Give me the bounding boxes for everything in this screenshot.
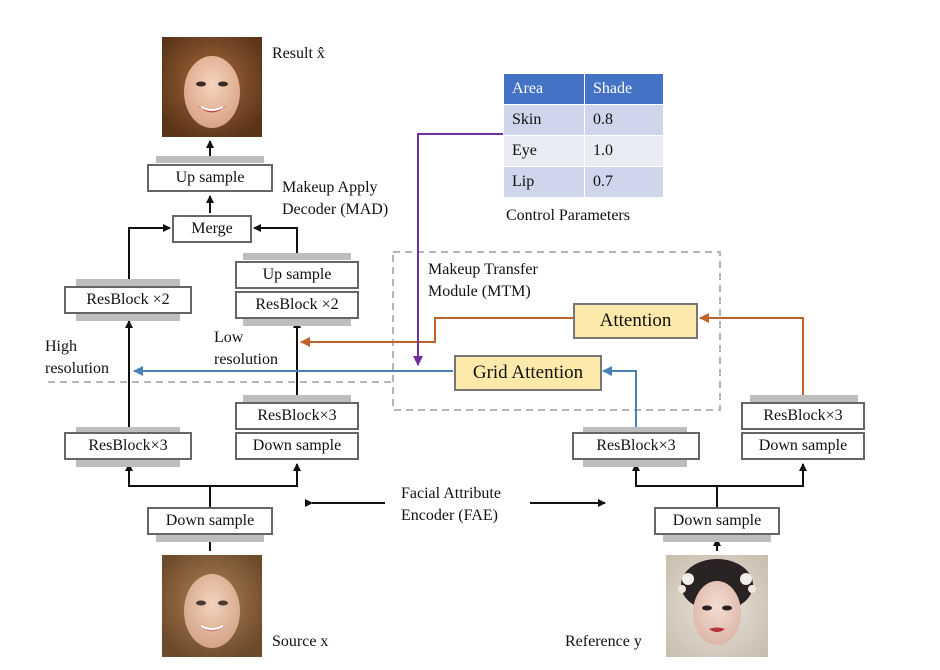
arrow-down-to-resblock-left xyxy=(125,463,211,507)
down-sample-reference-block: Down sample xyxy=(654,507,780,535)
table-cell: Skin xyxy=(503,104,585,136)
resblock-x3-far-shadow xyxy=(750,395,858,402)
arrow-down-to-downsample-mid xyxy=(210,463,301,487)
table-cell: Eye xyxy=(503,135,585,167)
resblock-x3-left-shadow-bottom xyxy=(76,460,180,467)
resblock-x3-ref-shadow-bottom xyxy=(583,460,687,467)
resblock-x2-left-shadow-bottom xyxy=(76,314,180,321)
result-image xyxy=(162,37,262,137)
table-cell: 1.0 xyxy=(584,135,664,167)
resblock-x2-left-block: ResBlock ×2 xyxy=(64,286,192,314)
arrow-upsample-to-merge xyxy=(253,224,298,258)
up-sample-mid-block: Up sample xyxy=(235,261,359,289)
fae-label-line2: Encoder (FAE) xyxy=(401,507,498,524)
arrow-down-to-downsample-far xyxy=(717,463,807,487)
resblock-x2-mid-shadow xyxy=(243,319,351,326)
low-resolution-label-line2: resolution xyxy=(214,351,278,368)
resblock-x3-ref-shadow-top xyxy=(583,427,687,434)
table-header-area: Area xyxy=(503,73,585,105)
source-image xyxy=(162,555,262,657)
table-row: Lip 0.7 xyxy=(503,166,664,198)
down-sample-source-block: Down sample xyxy=(147,507,273,535)
resblock-x3-far-block: ResBlock×3 xyxy=(741,402,865,430)
high-resolution-label-line2: resolution xyxy=(45,360,109,377)
upsample-top-shadow xyxy=(156,156,264,163)
resblock-x3-left-block: ResBlock×3 xyxy=(64,432,192,460)
table-header-shade: Shade xyxy=(584,73,664,105)
table-row: Skin 0.8 xyxy=(503,104,664,136)
orange-arrow-to-low-res xyxy=(300,317,573,347)
resblock-x2-mid-block: ResBlock ×2 xyxy=(235,291,359,319)
table-cell: 0.7 xyxy=(584,166,664,198)
down-sample-reference-shadow xyxy=(663,535,771,542)
mtm-label-line2: Module (MTM) xyxy=(428,283,531,300)
high-resolution-label-line1: High xyxy=(45,338,77,355)
control-parameters-label: Control Parameters xyxy=(506,207,630,224)
mtm-label-line1: Makeup Transfer xyxy=(428,261,538,278)
grid-attention-block: Grid Attention xyxy=(454,355,602,391)
purple-arrow-control-params xyxy=(413,133,503,366)
resblock-x3-left-shadow-top xyxy=(76,427,180,434)
resblock-x2-left-shadow-top xyxy=(76,279,180,286)
attention-block: Attention xyxy=(573,303,698,339)
reference-label: Reference y xyxy=(565,633,642,650)
resblock-x3-mid-block: ResBlock×3 xyxy=(235,402,359,430)
table-cell: 0.8 xyxy=(584,104,664,136)
resblock-x3-mid-shadow xyxy=(243,395,351,402)
mtm-dashed-box xyxy=(392,251,721,411)
resblock-x3-ref-block: ResBlock×3 xyxy=(572,432,700,460)
control-parameters-table: Area Shade Skin 0.8 Eye 1.0 Lip 0.7 xyxy=(503,73,664,198)
mad-label-line2: Decoder (MAD) xyxy=(282,201,389,218)
down-sample-mid-block: Down sample xyxy=(235,432,359,460)
table-row: Eye 1.0 xyxy=(503,135,664,167)
down-sample-far-block: Down sample xyxy=(741,432,865,460)
source-label: Source x xyxy=(272,633,329,650)
arrow-resblock2-to-merge xyxy=(128,224,171,279)
fae-label-line1: Facial Attribute xyxy=(401,485,501,502)
low-resolution-label-line1: Low xyxy=(214,329,244,346)
up-sample-top-block: Up sample xyxy=(147,164,273,192)
table-cell: Lip xyxy=(503,166,585,198)
merge-block: Merge xyxy=(172,215,252,243)
orange-arrow-to-attention xyxy=(699,313,804,395)
down-sample-source-shadow xyxy=(156,535,264,542)
result-label: Result x̂ xyxy=(272,45,325,62)
reference-image xyxy=(666,555,768,657)
mad-label-line1: Makeup Apply xyxy=(282,179,378,196)
blue-arrow-to-grid-attention xyxy=(602,366,637,427)
upsample-mid-shadow xyxy=(243,253,351,260)
arrow-down-to-resblock-ref xyxy=(632,463,718,507)
